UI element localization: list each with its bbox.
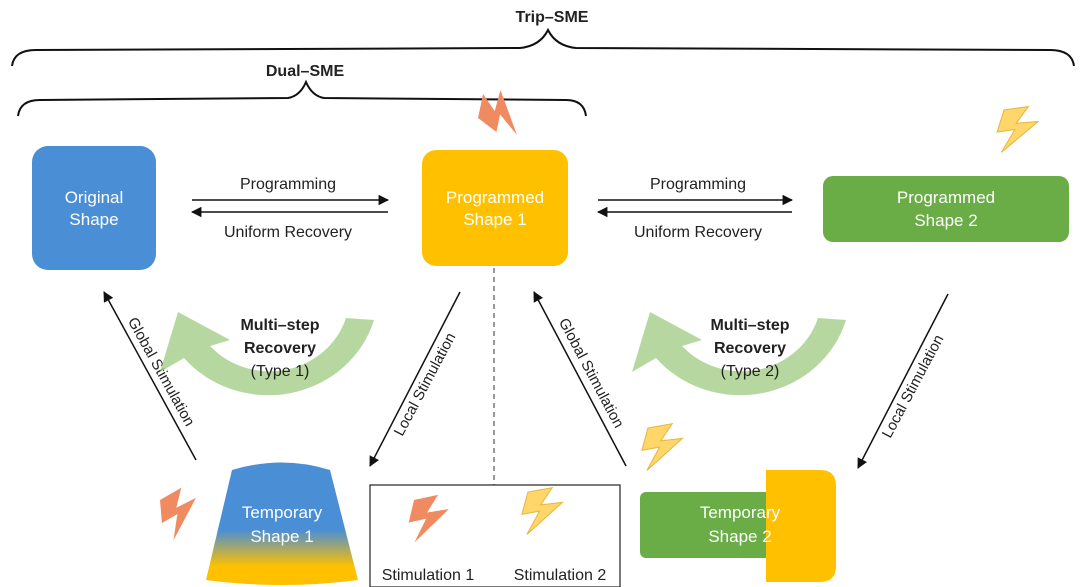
dual-sme-label: Dual–SME [266, 63, 345, 80]
programmed-shape-1-box: Programmed Shape 1 [422, 150, 568, 266]
temporary-shape-1-line1: Temporary [242, 503, 323, 522]
multistep-2-line1: Multi–step [710, 317, 789, 334]
stimulation-2-icon-temp [638, 418, 686, 477]
temporary-shape-2-line2: Shape 2 [708, 527, 771, 546]
multistep-recovery-arrow-2 [632, 312, 846, 396]
original-shape-line2: Shape [69, 210, 118, 229]
multistep-1-line1: Multi–step [240, 317, 319, 334]
programmed-shape-1-line1: Programmed [446, 188, 544, 207]
legend-stimulation-1-label: Stimulation 1 [382, 567, 475, 584]
uniform-recovery-label-right: Uniform Recovery [634, 224, 762, 241]
trip-sme-label: Trip–SME [516, 9, 589, 26]
multistep-2-line2: Recovery [714, 340, 786, 357]
dual-sme-bracket: Dual–SME [17, 63, 587, 117]
multistep-2-line3: (Type 2) [721, 363, 780, 380]
uniform-recovery-label-left: Uniform Recovery [224, 224, 352, 241]
original-shape-line1: Original [65, 188, 124, 207]
temporary-shape-1-line2: Shape 1 [250, 527, 313, 546]
programmed-shape-2-line1: Programmed [897, 188, 995, 207]
global-stimulation-arrow-right [533, 291, 627, 467]
programmed-shape-1-line2: Shape 1 [463, 210, 526, 229]
local-stimulation-label-right: Local Stimulation [879, 332, 948, 441]
local-stimulation-arrow-right [857, 293, 949, 469]
multistep-recovery-arrow-1 [160, 312, 374, 396]
local-stimulation-label-left: Local Stimulation [391, 330, 460, 439]
stimulation-1-icon-temp [156, 485, 203, 542]
temporary-shape-2-line1: Temporary [700, 503, 781, 522]
original-shape-box: Original Shape [32, 146, 156, 270]
multistep-1-line2: Recovery [244, 340, 316, 357]
multistep-1-line3: (Type 1) [251, 363, 310, 380]
local-stimulation-arrow-left [369, 291, 461, 467]
programmed-shape-2-line2: Shape 2 [914, 211, 977, 230]
programming-label-left: Programming [240, 176, 336, 193]
legend-stimulation-2-label: Stimulation 2 [514, 567, 607, 584]
programmed-shape-2-box: Programmed Shape 2 [823, 176, 1069, 242]
global-stimulation-arrow-left [103, 291, 197, 461]
trip-sme-bracket: Trip–SME [11, 9, 1075, 67]
temporary-shape-2: Temporary Shape 2 [640, 470, 836, 582]
legend-box: Stimulation 1 Stimulation 2 [369, 482, 621, 587]
temporary-shape-1: Temporary Shape 1 [206, 462, 358, 585]
stimulation-1-icon [469, 83, 533, 143]
stimulation-2-icon [992, 100, 1042, 160]
global-stimulation-label-right: Global Stimulation [555, 315, 627, 430]
programming-label-right: Programming [650, 176, 746, 193]
